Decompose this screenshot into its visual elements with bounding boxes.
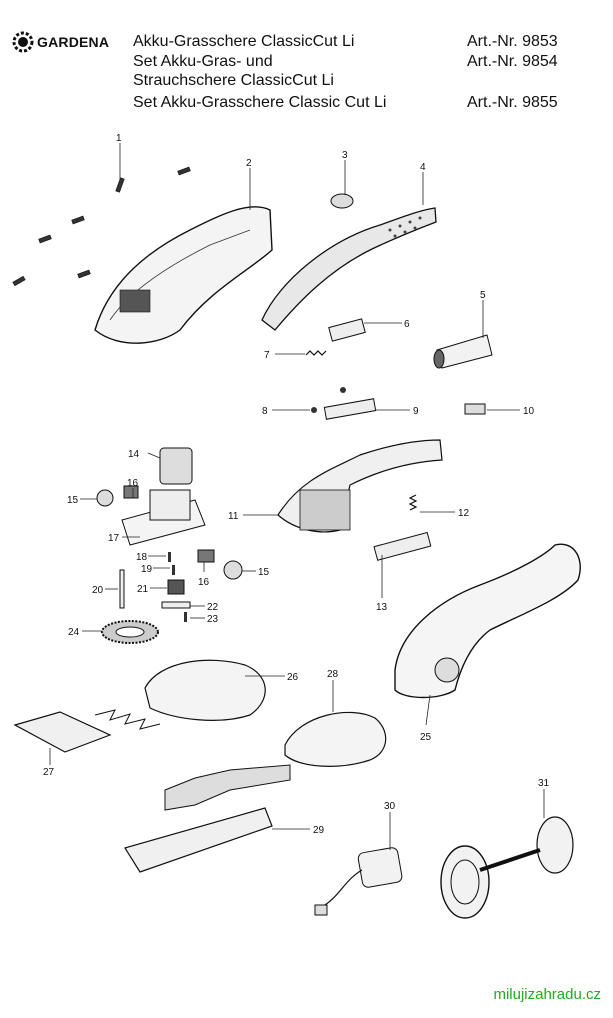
slider-part [464, 403, 486, 415]
wheel [440, 845, 490, 919]
bearing-part [96, 489, 114, 507]
title-line-2: Set Akku-Gras- und [133, 53, 273, 70]
part-label: 26 [287, 672, 299, 683]
blade-cover [124, 807, 273, 873]
part-label: 8 [262, 406, 268, 417]
brand-name: GARDENA [37, 34, 110, 50]
part-label: 4 [420, 162, 426, 173]
leader-lines [49, 143, 545, 850]
part-label: 20 [92, 585, 104, 596]
part-label: 28 [327, 669, 339, 680]
part-label: 16 [198, 577, 210, 588]
gardena-gear-icon [12, 31, 34, 53]
part-label: 14 [128, 449, 140, 460]
part-label: 10 [523, 406, 535, 417]
part-label: 5 [480, 290, 486, 301]
title-line-4: Set Akku-Grasschere Classic Cut Li [133, 94, 387, 111]
part-label: 11 [228, 511, 239, 522]
grass-blade-carrier [144, 659, 266, 721]
article-number-3: Art.-Nr. 9855 [467, 94, 558, 111]
gardena-logo: GARDENA [12, 31, 109, 53]
part-label: 1 [116, 133, 122, 144]
part-label: 2 [246, 158, 252, 169]
part-label: 25 [420, 732, 432, 743]
shrub-blade-carrier [284, 711, 387, 767]
handle-cover [261, 207, 437, 331]
battery-cover-part [328, 318, 366, 342]
part-label: 18 [136, 552, 148, 563]
part-label: 22 [207, 602, 219, 613]
part-label: 3 [342, 150, 348, 161]
part-label: 30 [384, 801, 396, 812]
part-label: 21 [137, 584, 149, 595]
title-line-1: Akku-Grasschere ClassicCut Li [133, 33, 355, 50]
part-label: 15 [67, 495, 79, 506]
article-number-2: Art.-Nr. 9854 [467, 53, 558, 70]
motor [159, 447, 193, 485]
part-label: 23 [207, 614, 219, 625]
part-label: 24 [68, 627, 80, 638]
part-label: 27 [43, 767, 55, 778]
part-label: 7 [264, 350, 270, 361]
part-label: 17 [108, 533, 120, 544]
gear-knob [167, 579, 185, 595]
blade-guard [13, 711, 112, 753]
bracket-part [323, 398, 377, 420]
part-label: 16 [127, 478, 139, 489]
part-label: 6 [404, 319, 410, 330]
part-label: 31 [538, 778, 550, 789]
part-number-labels: 1 2 3 4 5 6 7 8 9 10 11 12 13 14 15 16 1… [43, 133, 550, 836]
part-label: 19 [141, 564, 153, 575]
part-label: 9 [413, 406, 419, 417]
screw-parts [12, 166, 191, 287]
footer-site-url: milujizahradu.cz [493, 986, 601, 1003]
spring-part [305, 350, 327, 356]
release-lever [373, 531, 432, 561]
part-label: 13 [376, 602, 388, 613]
part-label: 29 [313, 825, 325, 836]
switch-button [330, 193, 354, 209]
header: GARDENA Akku-Grasschere ClassicCut Li Se… [0, 0, 613, 120]
part-label: 12 [458, 508, 470, 519]
part-label: 15 [258, 567, 270, 578]
title-line-3: Strauchschere ClassicCut Li [133, 72, 334, 89]
article-number-1: Art.-Nr. 9853 [467, 33, 558, 50]
